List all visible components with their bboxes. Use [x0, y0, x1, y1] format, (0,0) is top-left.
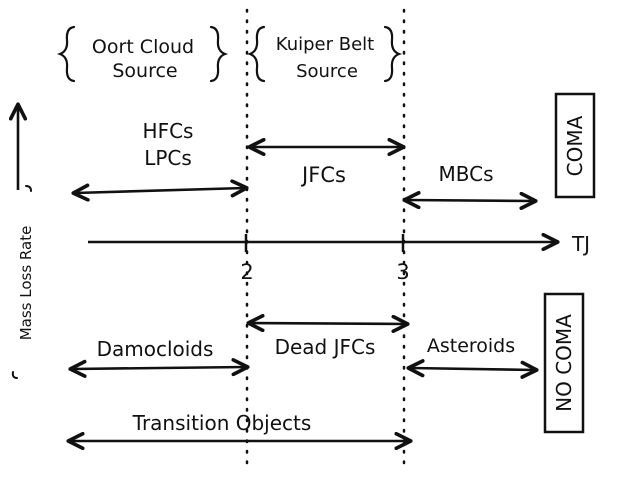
transition-objects-label: Transition Objects — [132, 411, 312, 435]
damocloids-label: Damocloids — [97, 337, 214, 361]
oort-cloud-source: Oort Cloud Source — [56, 25, 229, 83]
hfcs-label: HFCs — [143, 119, 194, 143]
right-brace — [209, 25, 229, 83]
no-coma-box: NO COMA — [543, 292, 585, 434]
damocloid-range-arrow — [68, 358, 250, 378]
dead-jfc-range-arrow — [246, 313, 410, 334]
y-axis-label: Mass Loss Rate — [17, 226, 35, 341]
no-coma-label: NO COMA — [552, 314, 576, 412]
kuiper-belt-source: Kuiper Belt Source — [246, 25, 403, 83]
oort-label-line1: Oort Cloud — [92, 36, 194, 58]
left-brace — [56, 25, 76, 83]
kuiper-label-line2: Source — [296, 61, 358, 82]
tick-label-3: 3 — [396, 260, 409, 284]
tick-label-2: 2 — [240, 260, 253, 284]
axis-label-tj: TJ — [571, 232, 590, 256]
mbcs-label: MBCs — [438, 162, 493, 186]
mass-loss-brace-top — [25, 185, 32, 192]
hfc-lpc-range-arrow — [71, 179, 249, 202]
dead-jfcs-label: Dead JFCs — [275, 335, 376, 359]
left-brace — [246, 25, 266, 83]
asteroid-range-arrow — [406, 359, 539, 379]
lpcs-label: LPCs — [144, 146, 192, 170]
asteroids-label: Asteroids — [427, 335, 515, 357]
oort-label-line2: Source — [112, 60, 177, 82]
coma-box: COMA — [554, 92, 596, 199]
jfcs-label: JFCs — [300, 163, 346, 187]
mbc-range-arrow — [402, 190, 538, 211]
right-brace — [383, 25, 403, 83]
kuiper-label-line1: Kuiper Belt — [276, 34, 374, 55]
coma-label: COMA — [563, 115, 587, 176]
mass-loss-brace-bottom — [11, 371, 18, 379]
